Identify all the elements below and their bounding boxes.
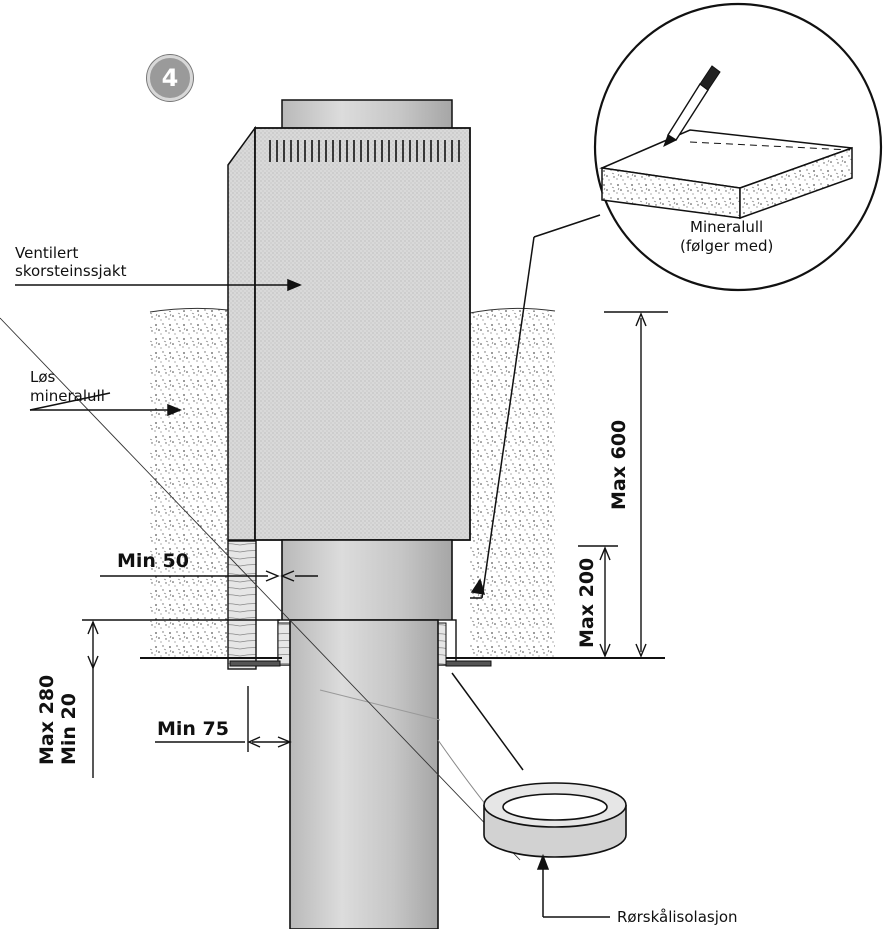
pipe-highlight (319, 689, 441, 721)
label-pipe-insulation: Rørskålisolasjon (617, 908, 738, 926)
dim-max-600 (604, 311, 668, 658)
pipe-insulation-ring (483, 782, 627, 858)
dim-max-200 (578, 545, 618, 658)
dim-label-min-50: Min 50 (117, 550, 190, 572)
ceiling-plate-right (445, 660, 492, 667)
ceiling-plate-left (229, 660, 281, 667)
detail-circle (593, 2, 883, 292)
dim-label-max-280: Max 280 (36, 674, 58, 765)
dim-min-50 (100, 570, 318, 582)
label-loose-wool-line2: mineralull (30, 387, 105, 405)
insulation-top-edge-left (149, 307, 229, 313)
step-number-badge: 4 (147, 55, 193, 101)
label-leaders (15, 214, 601, 599)
loose-wool-left (150, 308, 228, 658)
mineral-wool-slab-side (739, 146, 853, 220)
dim-min-75 (155, 686, 292, 752)
label-ventilated-shaft-line2: skorsteinssjakt (15, 262, 127, 280)
loose-wool-right (470, 310, 555, 658)
ring-leader (451, 672, 524, 771)
dim-label-min-20: Min 20 (58, 692, 80, 765)
pen-icon (663, 65, 721, 148)
label-mineral-wool-line2: (følger med) (680, 237, 774, 255)
insulation-top-edge-right (469, 307, 556, 314)
vent-slots (269, 140, 460, 162)
dim-max-280-min-20 (82, 619, 280, 778)
dim-label-max-200: Max 200 (576, 557, 598, 648)
middle-pipe (281, 539, 453, 623)
label-mineral-wool-line1: Mineralull (690, 218, 764, 236)
label-ventilated-shaft-line1: Ventilert (15, 244, 79, 262)
shaft-side-panel (227, 125, 256, 541)
pipe-insulation-leader (536, 853, 610, 918)
dim-label-min-75: Min 75 (157, 718, 230, 740)
flue-pipe (289, 619, 439, 929)
label-loose-wool-line1: Løs (30, 368, 56, 386)
wood-beam (227, 540, 257, 670)
dim-label-max-600: Max 600 (608, 419, 630, 510)
section-diagonal (0, 317, 521, 861)
ventilated-shaft (254, 127, 471, 541)
